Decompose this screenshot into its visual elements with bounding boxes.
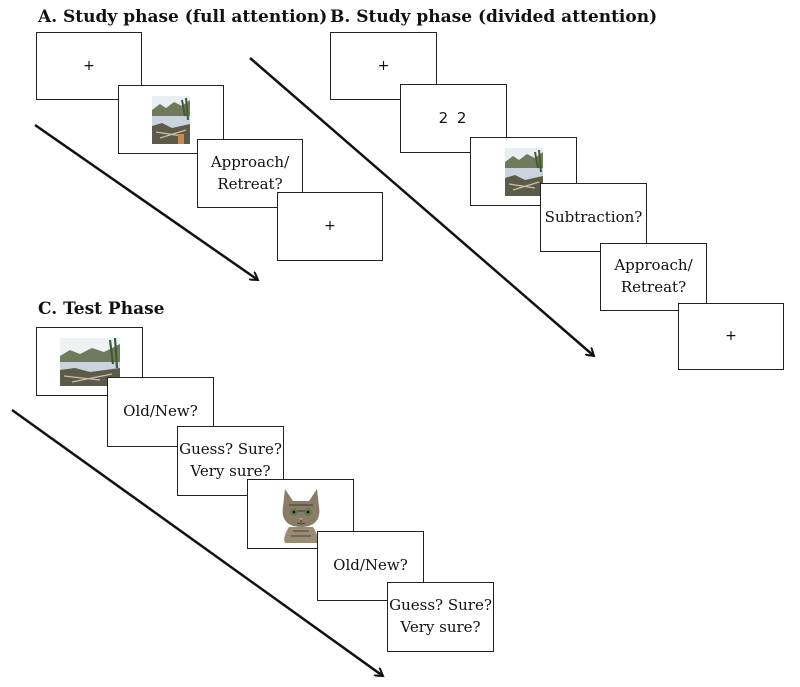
fixation-cross: + <box>725 328 737 345</box>
approach-retreat-prompt: Approach/ Retreat? <box>614 256 693 296</box>
panel-b-fixation-card: + <box>330 32 437 100</box>
panel-a-title: A. Study phase (full attention) <box>38 7 328 27</box>
panel-a-scene-card <box>118 85 224 154</box>
panel-c-confidence-card-2: Guess? Sure? Very sure? <box>387 582 494 652</box>
confidence-prompt: Guess? Sure? Very sure? <box>179 440 282 480</box>
subtraction-prompt: Subtraction? <box>544 207 643 226</box>
time-arrow-b <box>249 57 594 356</box>
fixation-cross: + <box>377 57 390 74</box>
digits-text: 2 2 <box>438 108 469 127</box>
panel-b-approach-retreat-card: Approach/ Retreat? <box>600 243 707 311</box>
old-new-prompt: Old/New? <box>123 402 198 421</box>
panel-c-confidence-card-1: Guess? Sure? Very sure? <box>177 426 284 496</box>
kitten-photo <box>282 489 319 543</box>
time-arrow-c <box>11 408 383 676</box>
time-arrow-a <box>34 123 258 280</box>
old-new-prompt: Old/New? <box>333 556 408 575</box>
panel-b-end-fixation-card: + <box>678 303 784 370</box>
confidence-prompt: Guess? Sure? Very sure? <box>389 596 492 636</box>
panel-c-title: C. Test Phase <box>38 299 165 319</box>
approach-retreat-prompt: Approach/ Retreat? <box>210 152 290 193</box>
panel-c-old-new-card-1: Old/New? <box>107 377 214 447</box>
lake-scene-photo <box>152 95 190 144</box>
panel-b-subtraction-card: Subtraction? <box>540 183 647 252</box>
fixation-cross: + <box>83 57 95 74</box>
panel-b-title: B. Study phase (divided attention) <box>330 7 658 27</box>
panel-a-end-fixation-card: + <box>277 192 383 261</box>
fixation-cross: + <box>324 218 336 235</box>
lake-scene-photo <box>504 147 543 196</box>
